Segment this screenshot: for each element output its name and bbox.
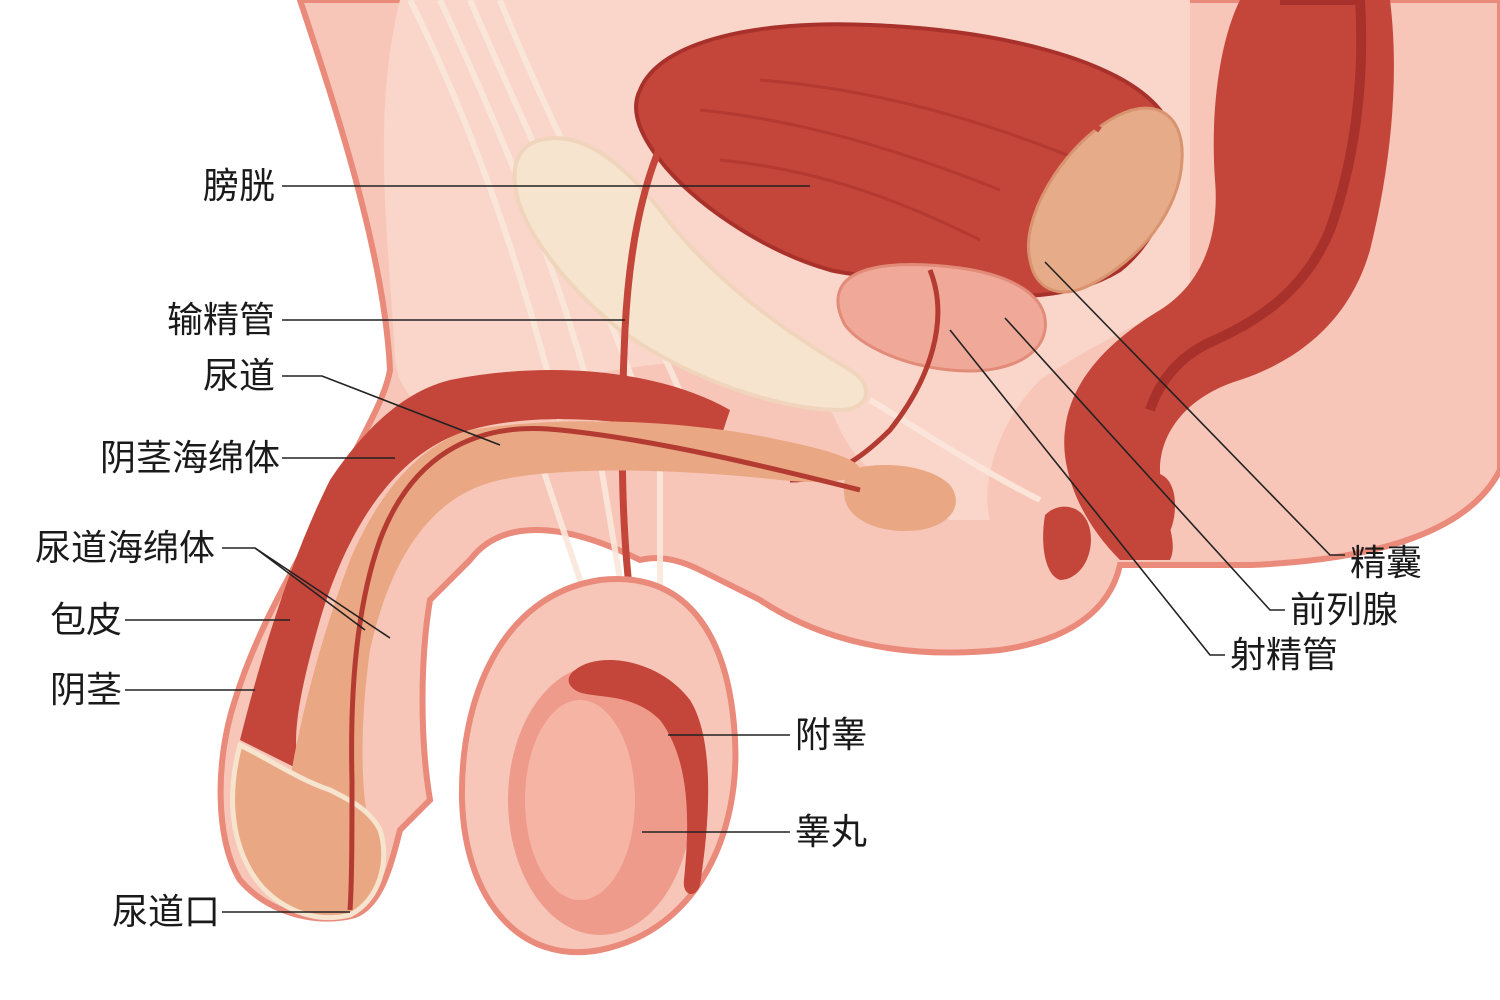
leader-lines <box>125 185 1345 913</box>
label-bladder: 膀胱 <box>203 166 275 207</box>
label-ejaculatory-duct: 射精管 <box>1230 635 1338 676</box>
labels: 膀胱 输精管 尿道 阴茎海绵体 尿道海绵体 包皮 阴茎 尿道口 附睾 睾丸 精囊… <box>35 166 1422 933</box>
testis-highlight <box>525 700 635 900</box>
pubic-bone <box>512 136 868 413</box>
vas-deferens-loop <box>693 65 1102 133</box>
label-prostate: 前列腺 <box>1290 590 1398 631</box>
label-corpus-spongiosum: 尿道海绵体 <box>35 528 215 569</box>
leader-urethra <box>282 375 501 446</box>
leader-prostate <box>1004 317 1285 611</box>
label-urethra: 尿道 <box>203 356 275 397</box>
label-vas-deferens: 输精管 <box>167 300 275 341</box>
corpus-cavernosum <box>240 370 730 770</box>
urethra <box>347 426 861 911</box>
label-testis: 睾丸 <box>795 812 867 853</box>
scrotum <box>458 576 739 956</box>
leader-ejaculatory-duct <box>949 329 1225 656</box>
leader-seminal-vesicle <box>1044 261 1345 556</box>
urethral-bulb <box>843 465 956 531</box>
rectum <box>1064 0 1394 560</box>
label-epididymis: 附睾 <box>795 715 867 756</box>
label-urethral-opening: 尿道口 <box>112 892 220 933</box>
glans <box>230 741 387 921</box>
bladder-wall-lines <box>699 78 1081 242</box>
spongy-tissue <box>247 421 861 900</box>
label-corpus-cavernosum: 阴茎海绵体 <box>100 438 280 479</box>
penis <box>230 370 861 921</box>
rectum-inner <box>1145 0 1367 412</box>
prostate <box>836 263 1047 373</box>
label-foreskin: 包皮 <box>50 600 122 641</box>
label-penis: 阴茎 <box>50 670 122 711</box>
anal-sphincter <box>1135 473 1175 546</box>
label-seminal-vesicle: 精囊 <box>1350 543 1422 584</box>
leader-corpus-spongiosum-b <box>254 547 391 639</box>
bulbospongiosus <box>1043 506 1091 580</box>
epididymis <box>568 660 709 895</box>
seminal-vesicle <box>1027 106 1184 294</box>
